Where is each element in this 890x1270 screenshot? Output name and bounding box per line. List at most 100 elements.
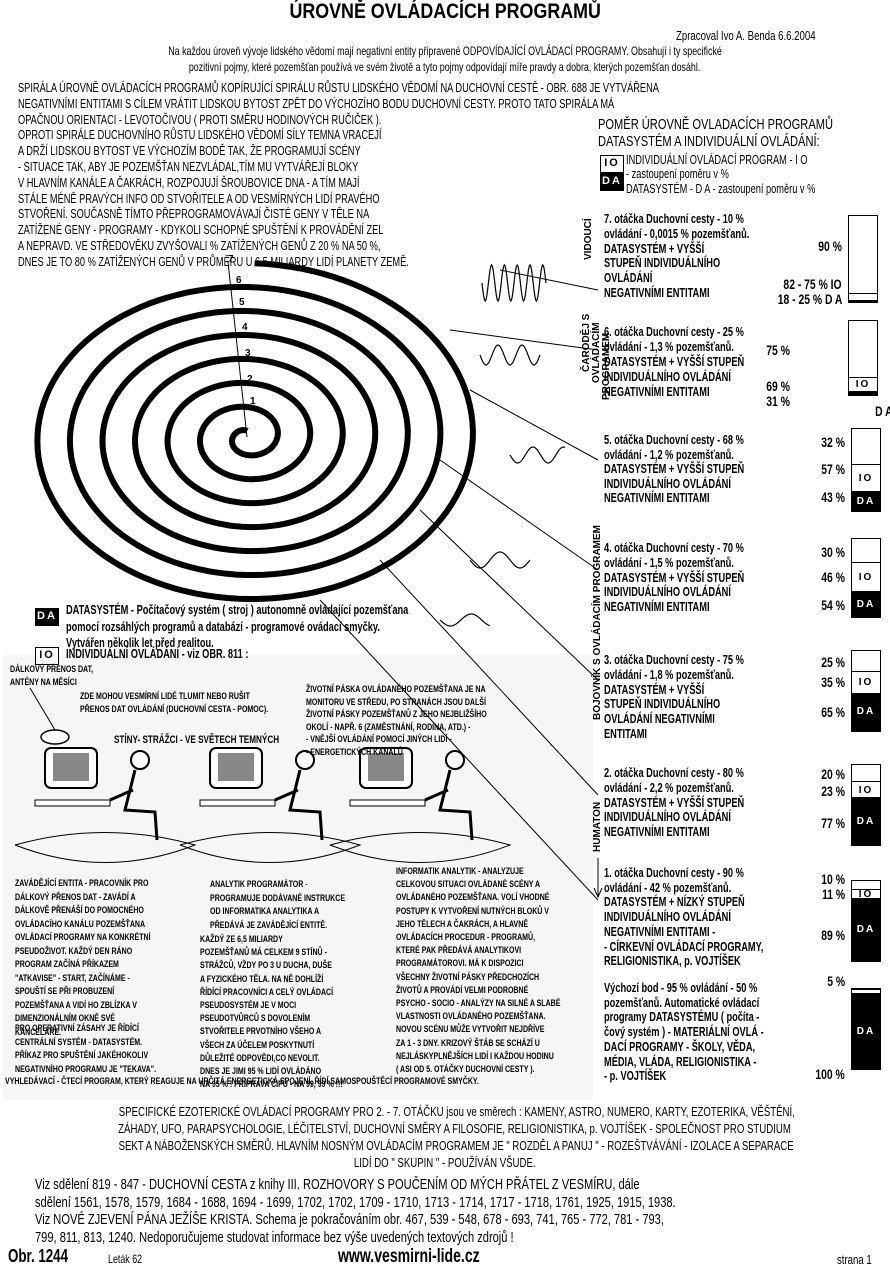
- level-4-text: DATASYSTÉM + VYŠŠÍ STUPEŇ: [604, 570, 745, 585]
- legend-io-text: INDIVIDUÁLNÍ OVLÁDACÍ PROGRAM - I O: [626, 153, 808, 167]
- level-2-percent: 77 %: [821, 815, 845, 831]
- side-label-vidouci: VIDOUCÍ: [583, 218, 594, 260]
- level-0-percent: 100 %: [815, 1066, 845, 1082]
- monitor-screen: [218, 753, 254, 781]
- analyst-text: ŽIVOTŮ A PROVÁDÍ VELMI PODROBNÉ: [396, 984, 529, 996]
- spiral-number: 6: [236, 275, 242, 286]
- pointer-line: [419, 509, 599, 681]
- analyst-text: POSTUPY K VYTVOŘENÍ NUTNÝCH BLOKŮ V: [396, 905, 549, 917]
- floor-ellipse: [329, 832, 512, 863]
- figure-head-icon: [130, 750, 150, 770]
- pointer-line: [449, 329, 599, 351]
- intro-line: pozitivní pojmy, které pozemšťan používá…: [0, 60, 890, 74]
- level-1-text: DATASYSTÉM + NÍZKÝ STUPEŇ: [604, 895, 745, 910]
- analyst-text: CELKOVOU SITUACI OVLÁDANÉ SCÉNY A: [396, 879, 541, 891]
- illustration-background: [3, 655, 593, 1100]
- level-1-percent: 10 %: [821, 871, 845, 887]
- level-4-text: INDIVIDUÁLNÍHO OVLÁDÁNÍ: [604, 585, 731, 600]
- level-0-text: - p. VOJTÍŠEK: [604, 1069, 667, 1084]
- side-label-bojovnik: BOJOVNÍK S OVLÁDACÍM PROGRAMEM: [592, 524, 603, 720]
- da-explain-box: DA: [35, 608, 59, 626]
- level-7-text: DATASYSTÉM + VYŠŠÍ: [604, 241, 705, 256]
- website-link[interactable]: www.vesmirni-lide.cz: [338, 1246, 529, 1268]
- spiral-number: 1: [250, 396, 256, 407]
- level-3-text: ovládání - 1,8 % pozemšťanů.: [604, 667, 734, 682]
- da-segment: DA: [852, 692, 880, 731]
- level-6-percent: 31 %: [766, 393, 790, 409]
- programmer-text: OD INFORMATIKA ANALYTIKA A: [210, 906, 320, 917]
- datasystem-explain: pomocí rozsáhlých programů a databází - …: [66, 619, 380, 634]
- website-url[interactable]: www.vesmirni-lide.cz: [338, 1246, 480, 1267]
- shadows-text: PSEUDOTVŮRCŮ S DOVOLENÍM: [200, 1013, 311, 1025]
- entity-text: ZAVÁDĚJÍCÍ ENTITA - PRACOVNÍK PRO: [15, 878, 149, 889]
- references-line: Viz sdělení 819 - 847 - DUCHOVNÍ CESTA z…: [35, 1176, 640, 1193]
- spiral-text-line: DNES JE TO 80 % ZATÍŽENÝCH GENŮ V PRŮMĚR…: [18, 254, 409, 269]
- programmer-text: PŘEDÁVÁ JE ZAVÁDĚJÍCÍ ENTITĚ.: [210, 919, 328, 931]
- search-program-text: VYHLEDÁVACÍ - ČTECÍ PROGRAM, KTERÝ REAGU…: [5, 1076, 479, 1087]
- antenna-dish-icon: [40, 729, 70, 745]
- author-line: Zpracoval Ivo A. Benda 6.6.2004: [676, 28, 816, 43]
- entity-text: DÁLKOVÝ PŘENOS DAT - ZAVÁDÍ A: [15, 891, 136, 903]
- level-4-percent: 54 %: [821, 597, 845, 613]
- spiral-text-line: SPIRÁLA ÚROVNĚ OVLÁDACÍCH PROGRAMŮ KOPÍR…: [18, 81, 659, 95]
- analyst-text: PROGRAMÁTOROVI. MÁ K DISPOZICI: [396, 958, 524, 970]
- ratio-header-line: DATASYSTÉM A INDIVIDUÁLNÍ OVLÁDÁNÍ:: [598, 133, 820, 150]
- level-7-text: OVLÁDÁNÍ: [604, 271, 653, 286]
- io-segment: [849, 293, 877, 301]
- level-6-percent: D A: [875, 403, 890, 419]
- level-1-text: NEGATIVNÍMI ENTITAMI -: [604, 924, 716, 939]
- spiral-text-line: A DRŽÍ LIDSKOU BYTOST VE VÝCHOZÍM BODĚ T…: [18, 144, 361, 159]
- level-0-text: Výchozí bod - 95 % ovládání - 50 %: [604, 981, 758, 995]
- level-4-percent: 46 %: [821, 569, 845, 585]
- floor-ellipse: [14, 832, 197, 863]
- da-segment: DA: [852, 491, 880, 511]
- operative-text: PRO OPERATIVNÍ ZÁSAHY JE ŘÍDÍCÍ: [15, 1023, 139, 1034]
- operative-text: PŘÍKAZ PRO SPUŠTĚNÍ JAKÉHOKOLIV: [15, 1050, 149, 1061]
- analyst-text: KTERÉ PAK PŘEDÁVÁ ANALYTIKOVI: [396, 945, 522, 957]
- level-1-text: 1. otáčka Duchovní cesty - 90 %: [604, 866, 744, 880]
- spiral-text-line: STÁLE MÉNĚ PRAVÝCH INFO OD STVOŘITELE A …: [18, 191, 380, 206]
- entity-text: OVLÁDACÍHO KANÁLU POZEMŠŤANA: [15, 918, 146, 930]
- entity-text: PROGRAM ZAČÍNÁ PŘÍKAZEM: [15, 959, 119, 970]
- level-3-percent: 35 %: [821, 674, 845, 690]
- references-line: sdělení 1561, 1578, 1579, 1684 - 1688, 1…: [35, 1193, 676, 1211]
- spiral-axis: [227, 261, 248, 438]
- pointer-line: [439, 459, 599, 571]
- level-3-text: OVLÁDÁNÍ NEGATIVNÍMI: [604, 712, 715, 727]
- da-segment: DA: [852, 897, 880, 961]
- da-segment: [849, 391, 877, 395]
- datasystem-explain: Vytvářen několik let před realitou.: [66, 636, 214, 650]
- pointer-line: [319, 599, 599, 901]
- operative-text: NEGATIVNÍHO PROGRAMU JE "TEKAVA".: [15, 1063, 157, 1075]
- level-2-text: NEGATIVNÍMI ENTITAMI: [604, 825, 710, 840]
- level-6-percent: 69 %: [766, 378, 790, 394]
- references-line: Viz NOVÉ ZJEVENÍ PÁNA JEŽÍŠE KRISTA. Sch…: [35, 1211, 664, 1228]
- life-tape-label: - VNĚJŠÍ OVLÁDÁNÍ POMOCÍ JINÝCH LIDÍ -: [306, 734, 452, 745]
- level-5-percent: 57 %: [821, 461, 845, 477]
- analyst-text: JEHO TĚLECH A ČAKRÁCH, A HLAVNĚ: [396, 918, 529, 930]
- title-text: ÚROVNĚ OVLÁDACÍCH PROGRAMŮ: [289, 0, 601, 23]
- operative-text: CENTRÁLNÍ SYSTÉM - DATASYSTÉM.: [15, 1036, 143, 1048]
- level-3-text: 3. otáčka Duchovní cesty - 75 %: [604, 653, 744, 667]
- shadows-heading: STÍNY- STRÁŽCI - VE SVĚTECH TEMNÝCH: [114, 734, 280, 746]
- level-6-text: 6. otáčka Duchovní cesty - 25 %: [604, 325, 744, 339]
- pointer-line: [499, 269, 599, 291]
- spiral-text-line: OPROTI SPIRÁLE DUCHOVNÍHO RŮSTU LIDSKÉHO…: [18, 128, 382, 143]
- level-1-text: - CÍRKEVNÍ OVLÁDACÍ PROGRAMY,: [604, 939, 764, 954]
- obr-text: Obr. 1244: [8, 1246, 68, 1266]
- level-5-text: 5. otáčka Duchovní cesty - 68 %: [604, 433, 744, 447]
- references-line: 799, 811, 813, 1240. Nedoporučujeme stud…: [35, 1228, 514, 1246]
- level-3-percent: 65 %: [821, 704, 845, 720]
- io-segment: [852, 989, 880, 994]
- analyst-text: NOVOU SCÉNU MŮŽE VYTVOŘIT NEJDŘÍVE: [396, 1024, 545, 1036]
- wave-level-4: [469, 551, 531, 569]
- io-segment: IO: [852, 671, 880, 694]
- spiral-number: 3: [245, 348, 251, 359]
- level-7-text: ovládání - 0,0015 % pozemšťanů.: [604, 226, 750, 241]
- intro-line-span: Na každou úroveň vývoje lidského vědomí …: [168, 44, 722, 58]
